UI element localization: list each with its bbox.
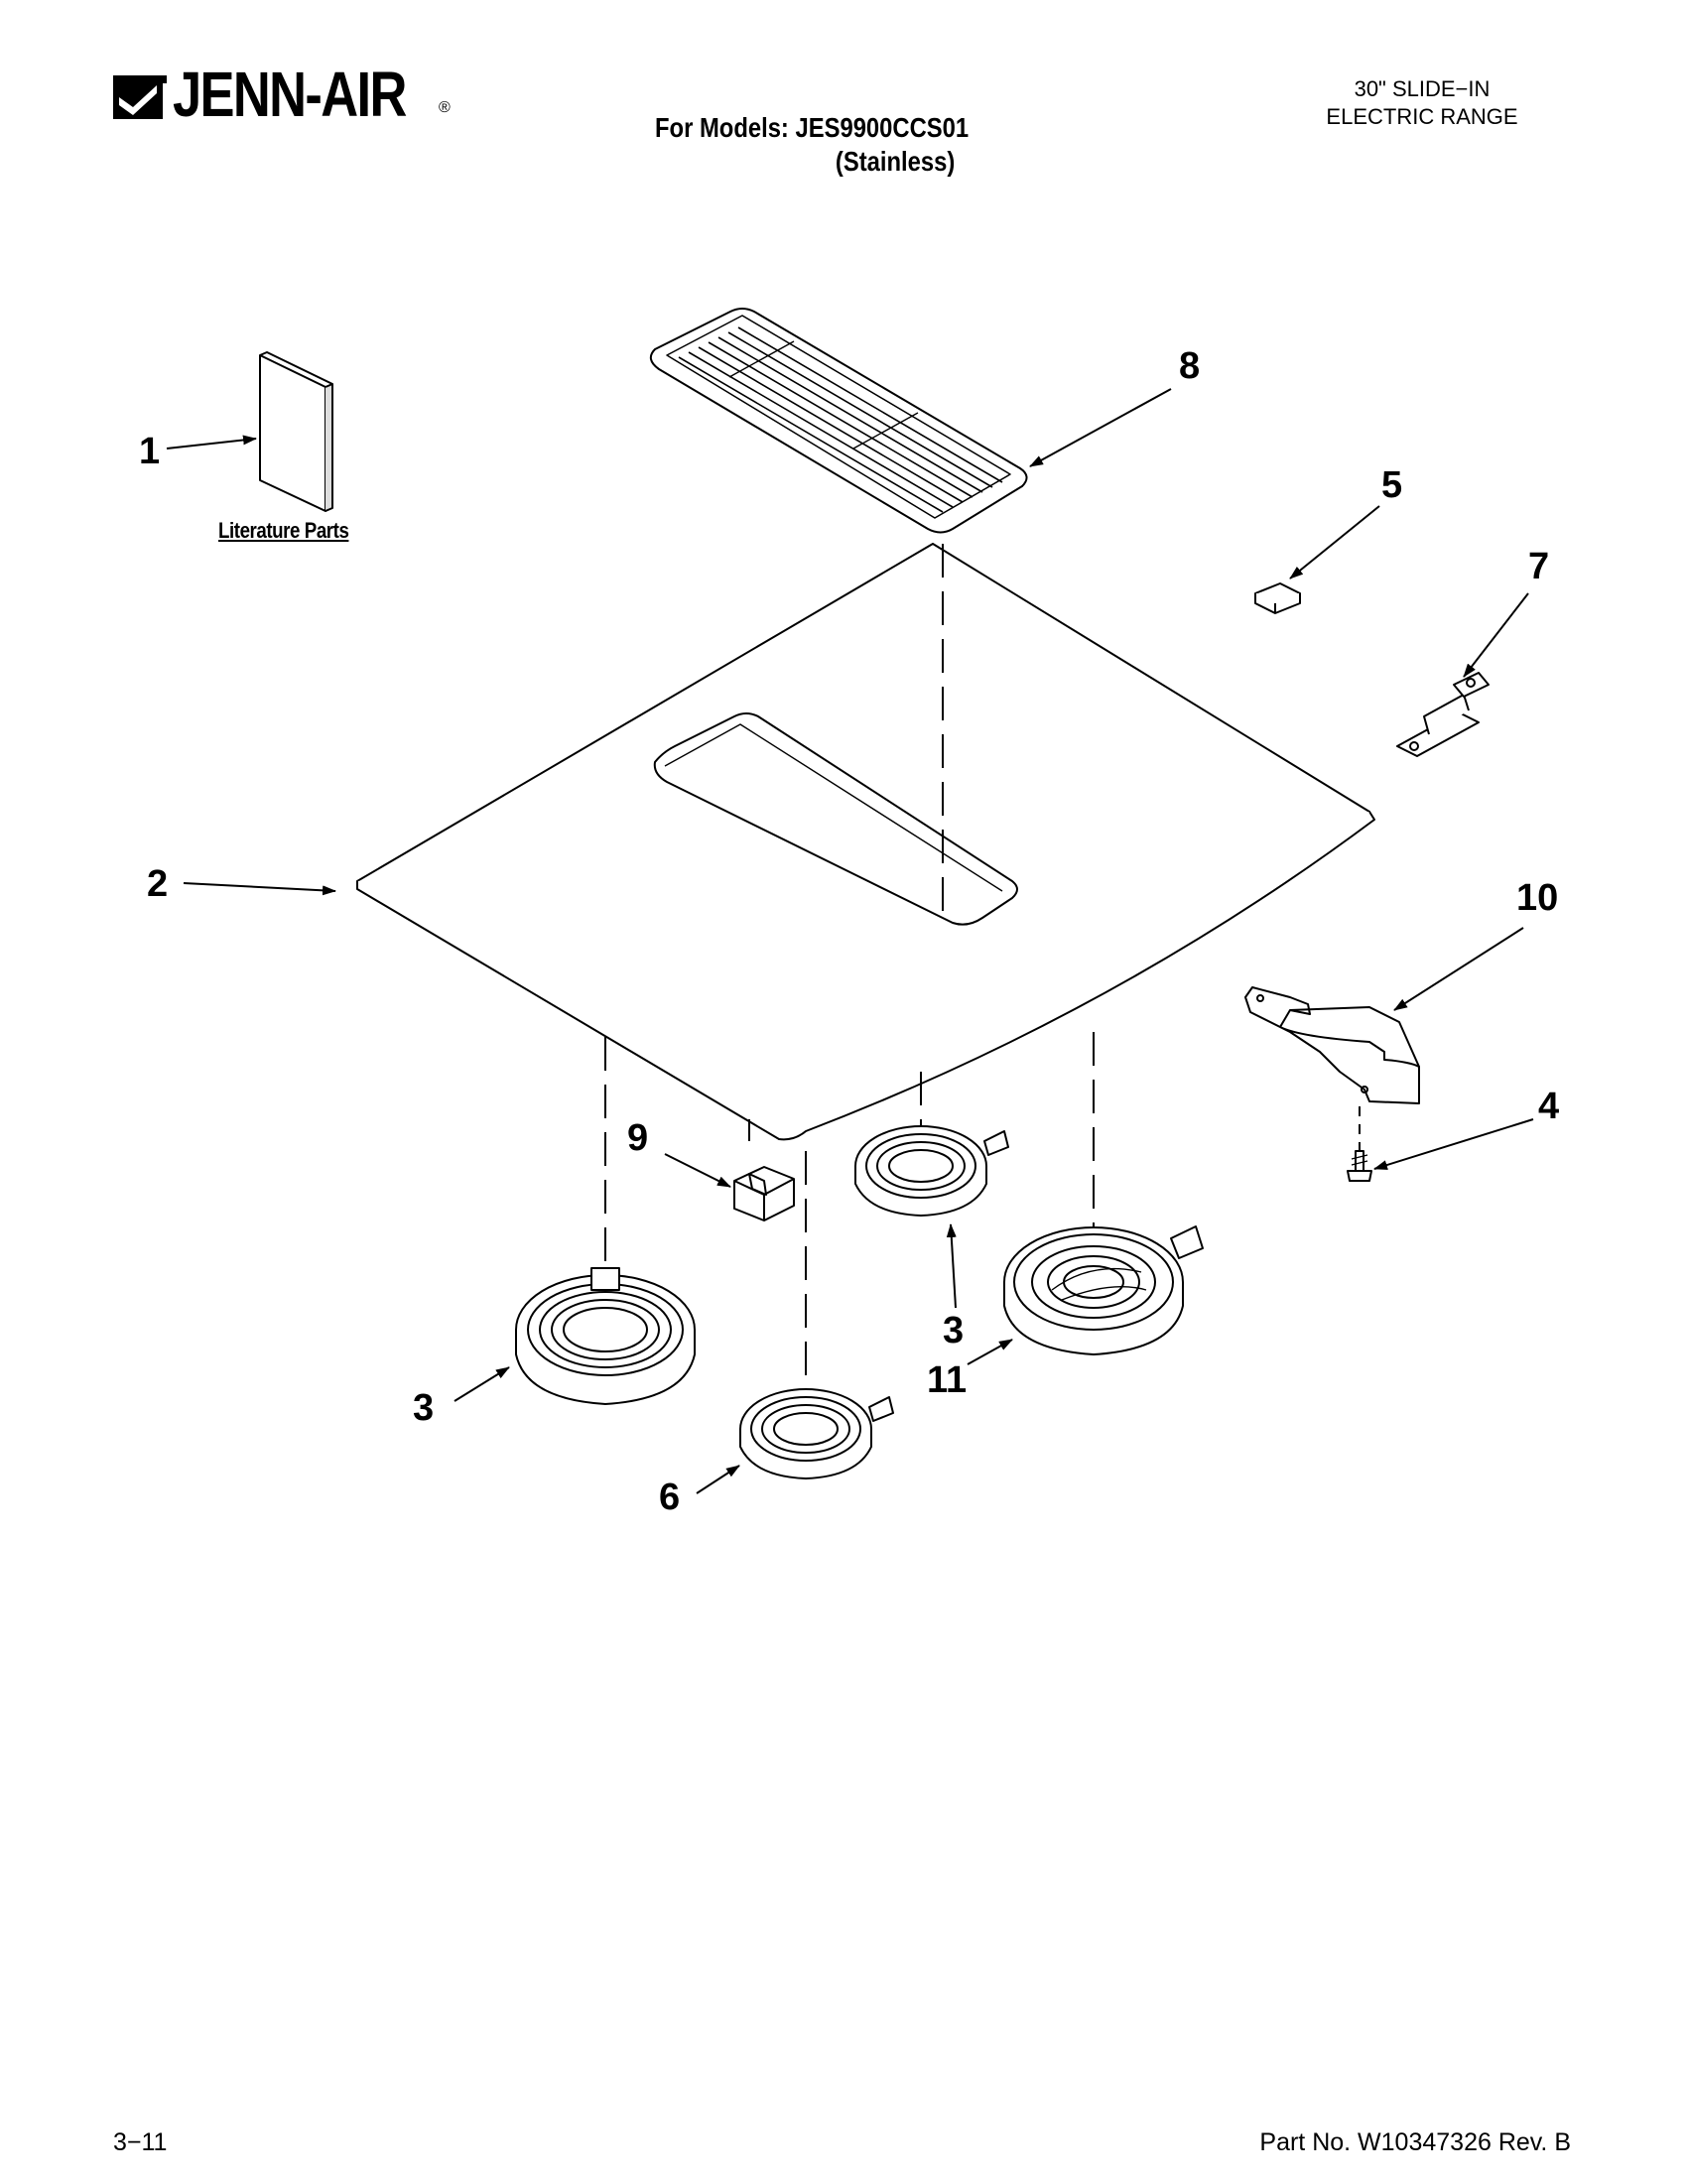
clip-block: [733, 1166, 795, 1221]
brand-mark-icon: [113, 75, 167, 119]
callout-5: 5: [1381, 464, 1403, 506]
radiant-element-small-front: [739, 1388, 894, 1479]
callout-10: 10: [1516, 877, 1559, 919]
callout-1: 1: [139, 431, 161, 472]
vent-grille: [649, 308, 1028, 534]
heat-shield-bracket: [1244, 986, 1420, 1104]
callout-7: 7: [1528, 546, 1550, 587]
leader-arrows: [166, 388, 1534, 1494]
callout-2: 2: [147, 863, 169, 905]
radiant-element-small-rear: [854, 1125, 1009, 1217]
callout-8: 8: [1179, 345, 1201, 387]
bracket-clip: [1396, 672, 1490, 757]
screw: [1347, 1106, 1372, 1182]
models-line-1: For Models: JES9900CCS01: [655, 112, 970, 143]
callout-9: 9: [627, 1117, 649, 1159]
brand-registered-mark: ®: [439, 99, 451, 116]
callout-11: 11: [927, 1359, 968, 1401]
product-line-2: ELECTRIC RANGE: [1326, 104, 1518, 129]
models-line-2: (Stainless): [835, 146, 956, 177]
part-number: Part No. W10347326 Rev. B: [1259, 2128, 1571, 2156]
callout-4: 4: [1538, 1086, 1560, 1127]
cooktop-glass: [356, 543, 1375, 1141]
radiant-element-dual-right: [1003, 1225, 1204, 1355]
product-type: 30" SLIDE−IN ELECTRIC RANGE: [1273, 75, 1571, 131]
callout-3-left: 3: [413, 1387, 435, 1429]
callout-3-center: 3: [943, 1310, 965, 1351]
brand-name: JENN-AIR: [173, 59, 407, 130]
radiant-element-large-left: [515, 1267, 696, 1405]
product-line-1: 30" SLIDE−IN: [1354, 76, 1491, 101]
small-pad: [1254, 582, 1301, 614]
models-heading: For Models: JES9900CCS01 (Stainless): [655, 111, 969, 179]
literature-booklet: [259, 351, 333, 512]
jenn-air-logo: JENN-AIR ®: [111, 60, 458, 129]
page-number: 3−11: [113, 2128, 168, 2156]
callout-6: 6: [659, 1477, 681, 1518]
literature-parts-label: Literature Parts: [218, 518, 349, 543]
